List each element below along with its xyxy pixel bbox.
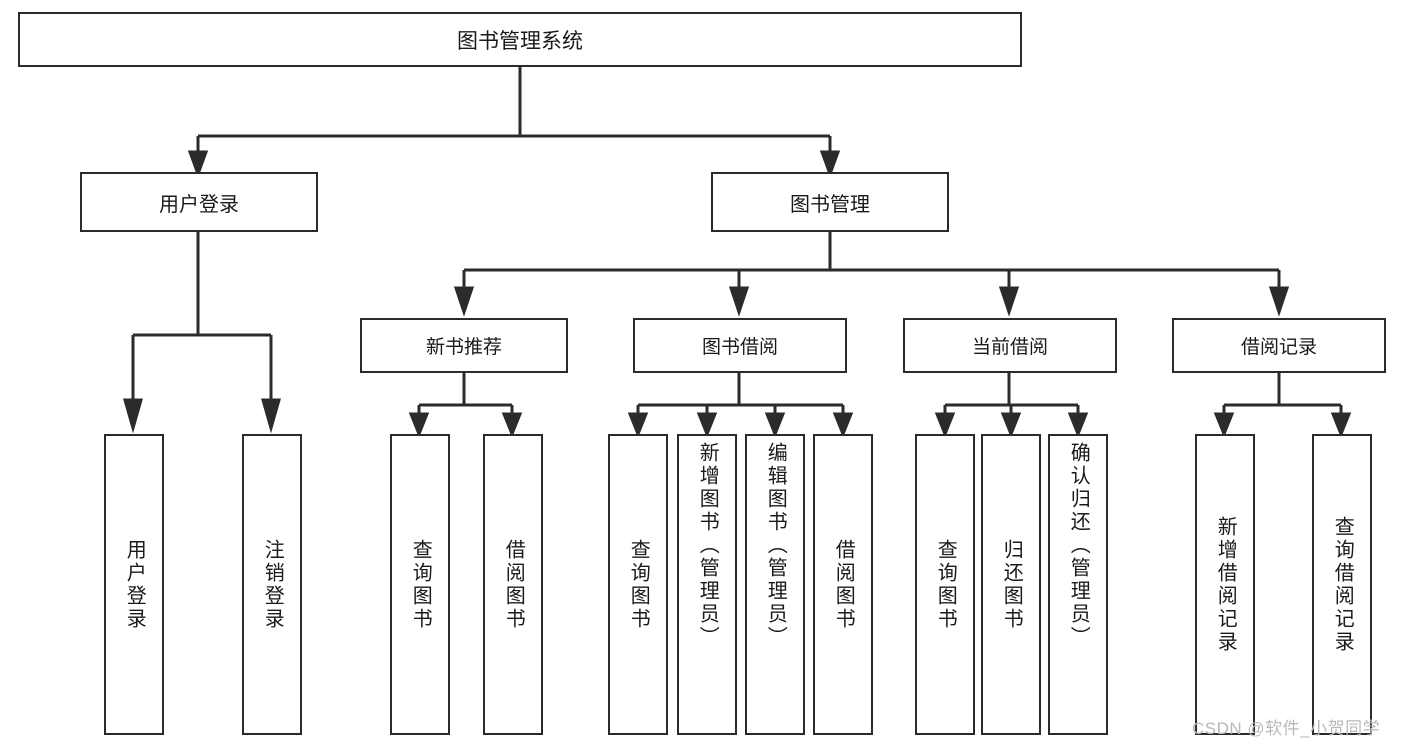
leaf-record-add-record[interactable]: 新增借阅记录 bbox=[1195, 434, 1255, 735]
leaf-label: 借阅图书 bbox=[832, 538, 855, 631]
leaf-label: 新增图书（管理员） bbox=[696, 442, 719, 649]
leaf-current-return-book[interactable]: 归还图书 bbox=[981, 434, 1041, 735]
leaf-label: 编辑图书（管理员） bbox=[764, 442, 787, 649]
node-root-label: 图书管理系统 bbox=[457, 29, 583, 53]
node-borrow-record[interactable]: 借阅记录 bbox=[1172, 318, 1386, 373]
leaf-user-login-logout[interactable]: 注销登录 bbox=[242, 434, 302, 735]
leaf-new-book-borrow[interactable]: 借阅图书 bbox=[483, 434, 543, 735]
leaf-borrow-add-book[interactable]: 新增图书（管理员） bbox=[677, 434, 737, 735]
leaf-current-query-book[interactable]: 查询图书 bbox=[915, 434, 975, 735]
leaf-user-login-login[interactable]: 用户登录 bbox=[104, 434, 164, 735]
leaf-borrow-borrow-book[interactable]: 借阅图书 bbox=[813, 434, 873, 735]
node-book-borrow-label: 图书借阅 bbox=[701, 337, 778, 358]
leaf-label: 查询借阅记录 bbox=[1331, 515, 1354, 654]
node-user-login[interactable]: 用户登录 bbox=[80, 172, 318, 232]
watermark-text: CSDN @软件_小贺同学 bbox=[1192, 719, 1381, 738]
node-user-login-label: 用户登录 bbox=[159, 193, 239, 216]
leaf-borrow-edit-book[interactable]: 编辑图书（管理员） bbox=[745, 434, 805, 735]
leaf-label: 新增借阅记录 bbox=[1214, 515, 1237, 654]
node-current-borrow[interactable]: 当前借阅 bbox=[903, 318, 1117, 373]
leaf-label: 用户登录 bbox=[123, 538, 146, 631]
node-book-management-label: 图书管理 bbox=[790, 193, 870, 216]
node-new-book-recommend[interactable]: 新书推荐 bbox=[360, 318, 568, 373]
node-book-management[interactable]: 图书管理 bbox=[711, 172, 949, 232]
node-borrow-record-label: 借阅记录 bbox=[1240, 337, 1317, 358]
node-book-borrow[interactable]: 图书借阅 bbox=[633, 318, 847, 373]
leaf-borrow-query-book[interactable]: 查询图书 bbox=[608, 434, 668, 735]
node-new-book-recommend-label: 新书推荐 bbox=[425, 337, 502, 358]
leaf-label: 查询图书 bbox=[409, 538, 432, 631]
leaf-label: 注销登录 bbox=[261, 538, 284, 631]
leaf-label: 确认归还（管理员） bbox=[1067, 442, 1090, 649]
leaf-label: 查询图书 bbox=[934, 538, 957, 631]
leaf-new-book-query[interactable]: 查询图书 bbox=[390, 434, 450, 735]
leaf-label: 查询图书 bbox=[627, 538, 650, 631]
node-current-borrow-label: 当前借阅 bbox=[971, 337, 1048, 358]
leaf-current-confirm-return[interactable]: 确认归还（管理员） bbox=[1048, 434, 1108, 735]
leaf-record-query-record[interactable]: 查询借阅记录 bbox=[1312, 434, 1372, 735]
leaf-label: 归还图书 bbox=[1000, 538, 1023, 631]
node-root[interactable]: 图书管理系统 bbox=[18, 12, 1022, 67]
leaf-label: 借阅图书 bbox=[502, 538, 525, 631]
